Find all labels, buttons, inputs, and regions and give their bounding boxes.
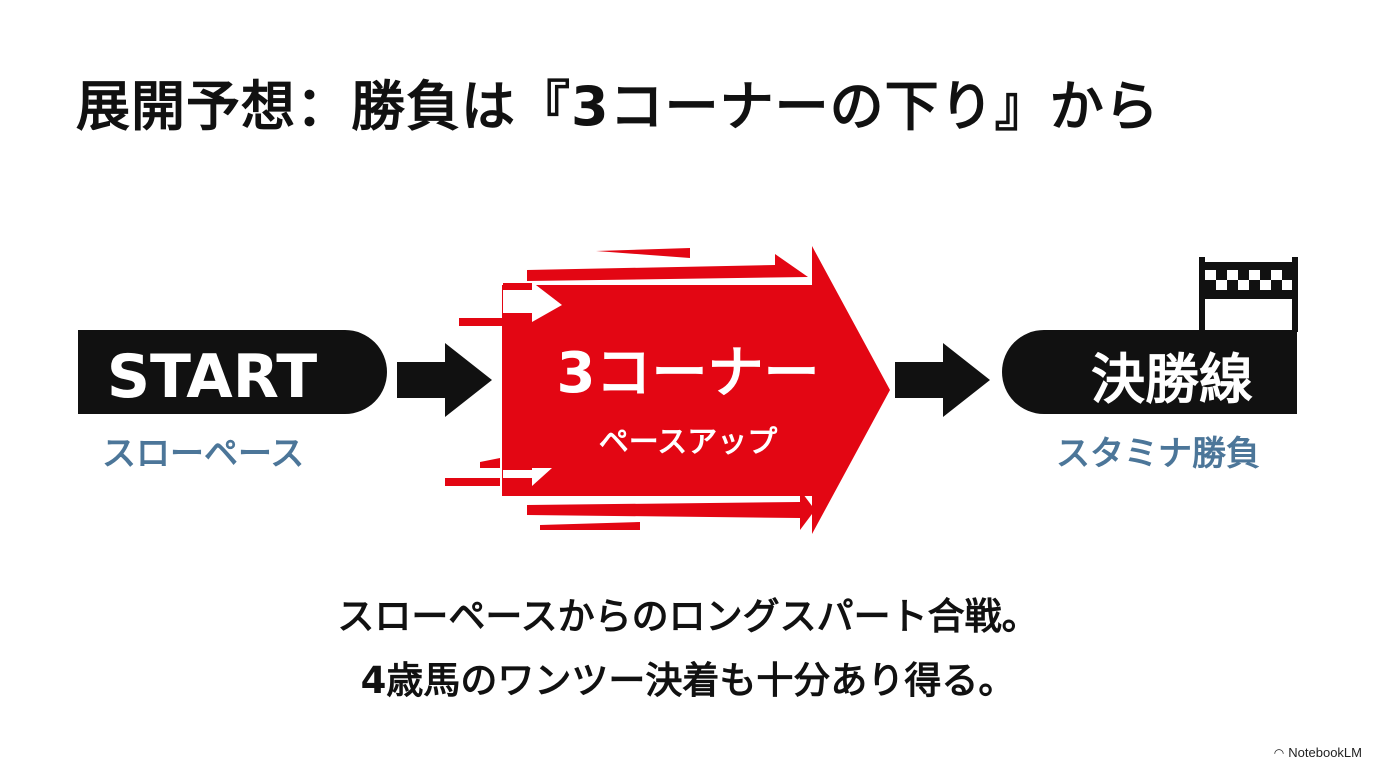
corner-sub: ペースアップ: [599, 425, 778, 460]
corner-label: 3コーナー: [557, 341, 820, 406]
brand-label: NotebookLM: [1288, 745, 1362, 760]
arrow-icon: [397, 343, 492, 417]
checkered-flag-icon: [1199, 257, 1298, 332]
brand-logo: ◠ NotebookLM: [1274, 745, 1362, 760]
finish-pill: [1002, 330, 1297, 414]
three-corner-arrow: [502, 246, 890, 534]
start-label: START: [107, 342, 317, 412]
slide-title: 展開予想：勝負は『3コーナーの下り』から: [76, 75, 1160, 138]
arrow-icon: [895, 343, 990, 417]
start-sub: スローペース: [102, 434, 305, 474]
summary-text: スローペースからのロングスパート合戦。 4歳馬のワンツー決着も十分あり得る。: [0, 585, 1376, 713]
start-pill: [78, 330, 387, 414]
summary-line-2: 4歳馬のワンツー決着も十分あり得る。: [360, 659, 1016, 702]
notebooklm-icon: ◠: [1273, 745, 1285, 760]
finish-sub: スタミナ勝負: [1056, 434, 1260, 474]
summary-line-1: スローペースからのロングスパート合戦。: [337, 595, 1039, 638]
finish-label: 決勝線: [1091, 348, 1253, 411]
